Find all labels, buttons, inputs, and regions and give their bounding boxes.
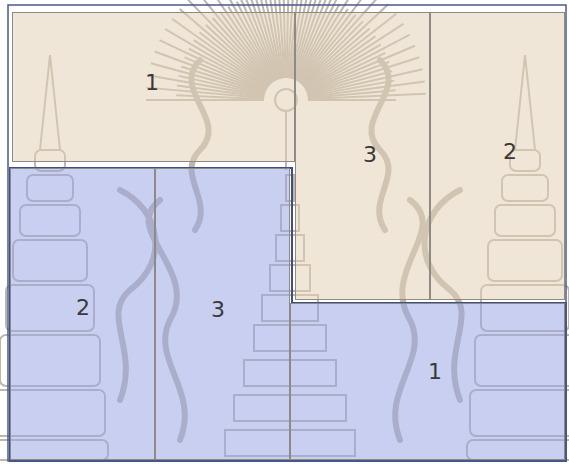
region-number: 2 (503, 141, 517, 163)
numbered-region: 2 (430, 12, 565, 300)
region-number: 1 (145, 72, 159, 94)
region-number: 3 (211, 299, 225, 321)
region-number: 3 (363, 144, 377, 166)
outer-frame (8, 5, 566, 461)
numbered-region: 1 (290, 303, 565, 460)
numbered-region: 3 (155, 168, 290, 460)
blue-region-outline (10, 168, 566, 461)
numbered-region: 2 (10, 168, 155, 460)
numbered-region: 3 (295, 12, 430, 300)
blue-region (10, 168, 565, 460)
region-number: 1 (428, 361, 442, 383)
numbered-region: 1 (12, 12, 295, 162)
region-number: 2 (76, 297, 90, 319)
